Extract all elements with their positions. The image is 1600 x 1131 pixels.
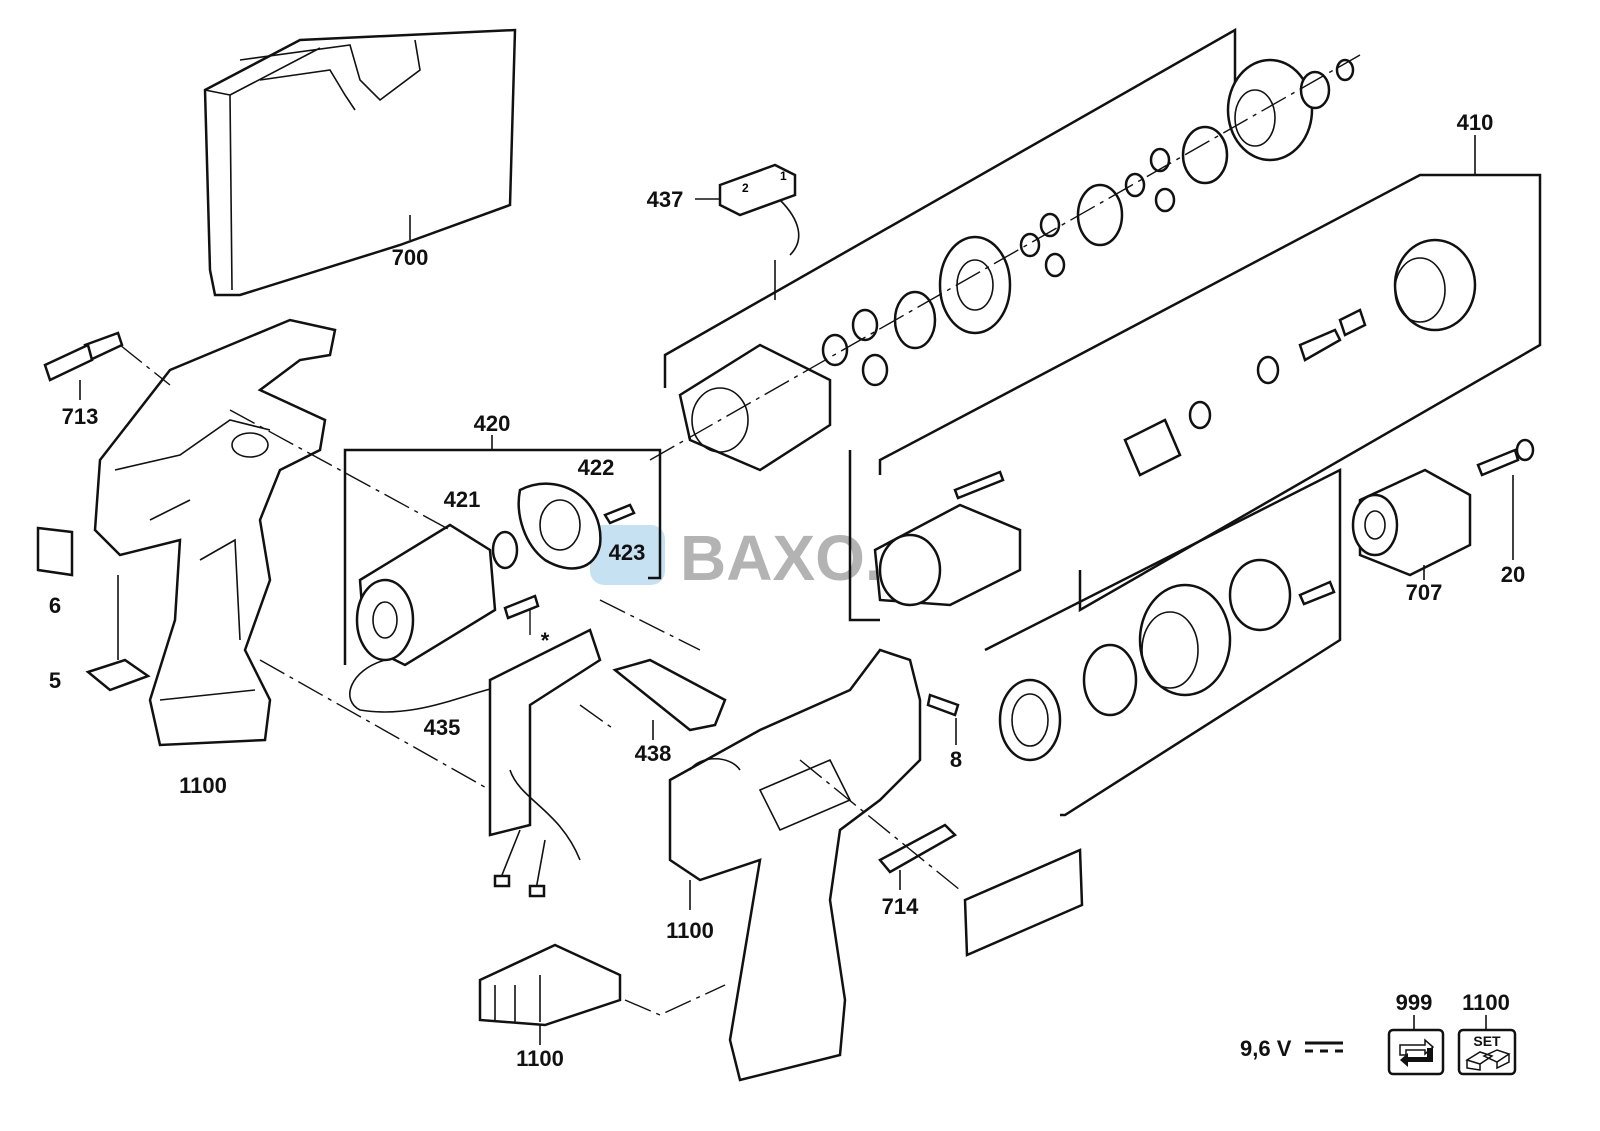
clutch-parts — [998, 558, 1336, 762]
gearbox-410-parts — [873, 238, 1477, 607]
gearbox-bracket-upper — [663, 27, 1237, 388]
replace-arrows-icon — [1399, 1038, 1435, 1067]
housing-left — [93, 318, 337, 747]
battery-terminal — [478, 943, 726, 1045]
label-420: 420 — [474, 411, 511, 436]
label-410: 410 — [1457, 110, 1494, 135]
set-icon: SET — [1465, 1033, 1511, 1071]
label-1100-terminal: 1100 — [516, 1046, 564, 1071]
footnote-marker: * — [541, 628, 550, 653]
label-plate-5 — [85, 658, 151, 692]
label-707: 707 — [1406, 580, 1443, 605]
gearbox-bracket-410 — [878, 173, 1542, 613]
label-1100-left: 1100 — [179, 773, 227, 798]
gear-selector: 2 1 — [695, 163, 800, 256]
motor-screw — [603, 503, 636, 525]
label-714: 714 — [882, 894, 919, 919]
label-422: 422 — [578, 455, 615, 480]
chuck-bracket — [984, 467, 1342, 817]
switch — [488, 628, 602, 898]
gearbox-gears — [649, 54, 1361, 472]
chuck-screw — [1476, 438, 1535, 560]
label-8: 8 — [950, 747, 962, 772]
label-421: 421 — [444, 487, 481, 512]
motor — [349, 523, 511, 713]
label-713: 713 — [62, 404, 99, 429]
label-plate-6 — [36, 526, 74, 577]
bit-holder — [43, 331, 171, 400]
motor-plate — [517, 482, 602, 570]
label-437: 437 — [647, 187, 684, 212]
chuck — [1351, 468, 1472, 580]
bit — [878, 823, 958, 890]
label-20: 20 — [1501, 562, 1525, 587]
voltage-label: 9,6 V — [1240, 1036, 1292, 1061]
housing-screw — [926, 693, 960, 717]
part-labels: 700 713 6 5 1100 420 422 421 423 435 438… — [49, 110, 1525, 1071]
label-700: 700 — [392, 245, 429, 270]
label-5: 5 — [49, 668, 61, 693]
gear-mark-1: 1 — [780, 169, 787, 183]
set-icon-text: SET — [1473, 1033, 1501, 1049]
switch-cover — [612, 658, 727, 732]
legend-999: 999 — [1387, 990, 1445, 1076]
dc-symbol — [1305, 1041, 1343, 1053]
legend-1100-number: 1100 — [1462, 990, 1510, 1015]
label-423: 423 — [609, 540, 646, 565]
label-438: 438 — [635, 741, 672, 766]
legend-1100: 1100 SET — [1457, 990, 1517, 1076]
legend-999-number: 999 — [1396, 990, 1433, 1015]
pinion — [491, 530, 519, 570]
carrying-case — [203, 28, 517, 297]
motor-assembly-bracket — [343, 448, 662, 665]
label-plate — [963, 848, 1084, 957]
label-435: 435 — [424, 715, 461, 740]
label-1100-right: 1100 — [666, 918, 714, 943]
label-6: 6 — [49, 593, 61, 618]
gear-mark-2: 2 — [742, 181, 749, 195]
